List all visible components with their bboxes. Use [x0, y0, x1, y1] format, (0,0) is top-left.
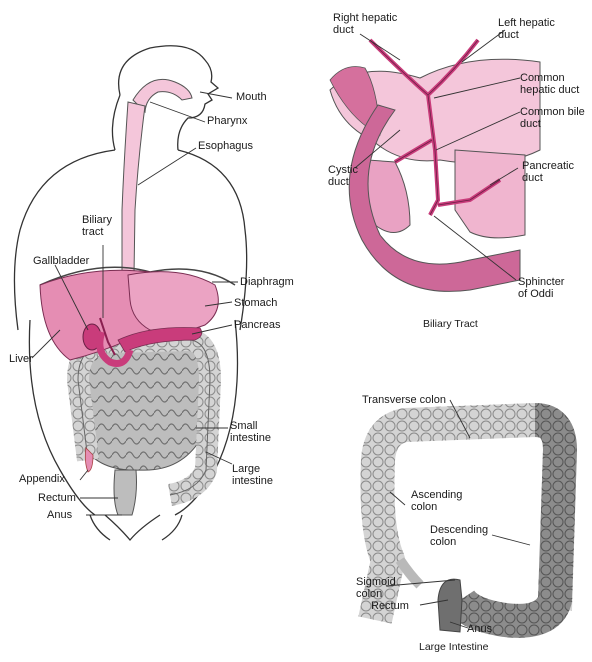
label-common-hepatic-duct: Common hepatic duct [520, 72, 579, 96]
label-descending-colon: Descending colon [430, 524, 488, 548]
esophagus-shape [122, 102, 145, 275]
label-sphincter-of-oddi: Sphincter of Oddi [518, 276, 564, 300]
label-ascending-colon: Ascending colon [411, 489, 462, 513]
label-pancreas: Pancreas [234, 319, 280, 331]
biliary-diagram [330, 40, 540, 291]
label-mouth: Mouth [236, 91, 267, 103]
label-anus-colon: Anus [467, 623, 492, 635]
stomach-shape [128, 272, 218, 332]
label-esophagus: Esophagus [198, 140, 253, 152]
label-rectum-colon: Rectum [371, 600, 409, 612]
label-cystic-duct: Cystic duct [328, 164, 358, 188]
label-common-bile-duct: Common bile duct [520, 106, 585, 130]
label-sigmoid-colon: Sigmoid colon [356, 576, 396, 600]
label-small-intestine: Small intestine [230, 420, 271, 444]
label-rectum: Rectum [38, 492, 76, 504]
label-transverse-colon: Transverse colon [362, 394, 446, 406]
label-right-hepatic-duct: Right hepatic duct [333, 12, 397, 36]
label-liver: Liver [9, 353, 33, 365]
label-pancreatic-duct: Pancreatic duct [522, 160, 574, 184]
rectum-shape [114, 470, 137, 515]
label-biliary-tract: Biliary tract [82, 214, 112, 238]
label-stomach: Stomach [234, 297, 277, 309]
label-anus: Anus [47, 509, 72, 521]
caption-large-intestine: Large Intestine [419, 641, 488, 653]
label-diaphragm: Diaphragm [240, 276, 294, 288]
label-gallbladder: Gallbladder [33, 255, 89, 267]
label-appendix: Appendix [19, 473, 65, 485]
label-large-intestine: Large intestine [232, 463, 273, 487]
caption-biliary-tract: Biliary Tract [423, 318, 478, 330]
label-left-hepatic-duct: Left hepatic duct [498, 17, 555, 41]
label-pharynx: Pharynx [207, 115, 247, 127]
